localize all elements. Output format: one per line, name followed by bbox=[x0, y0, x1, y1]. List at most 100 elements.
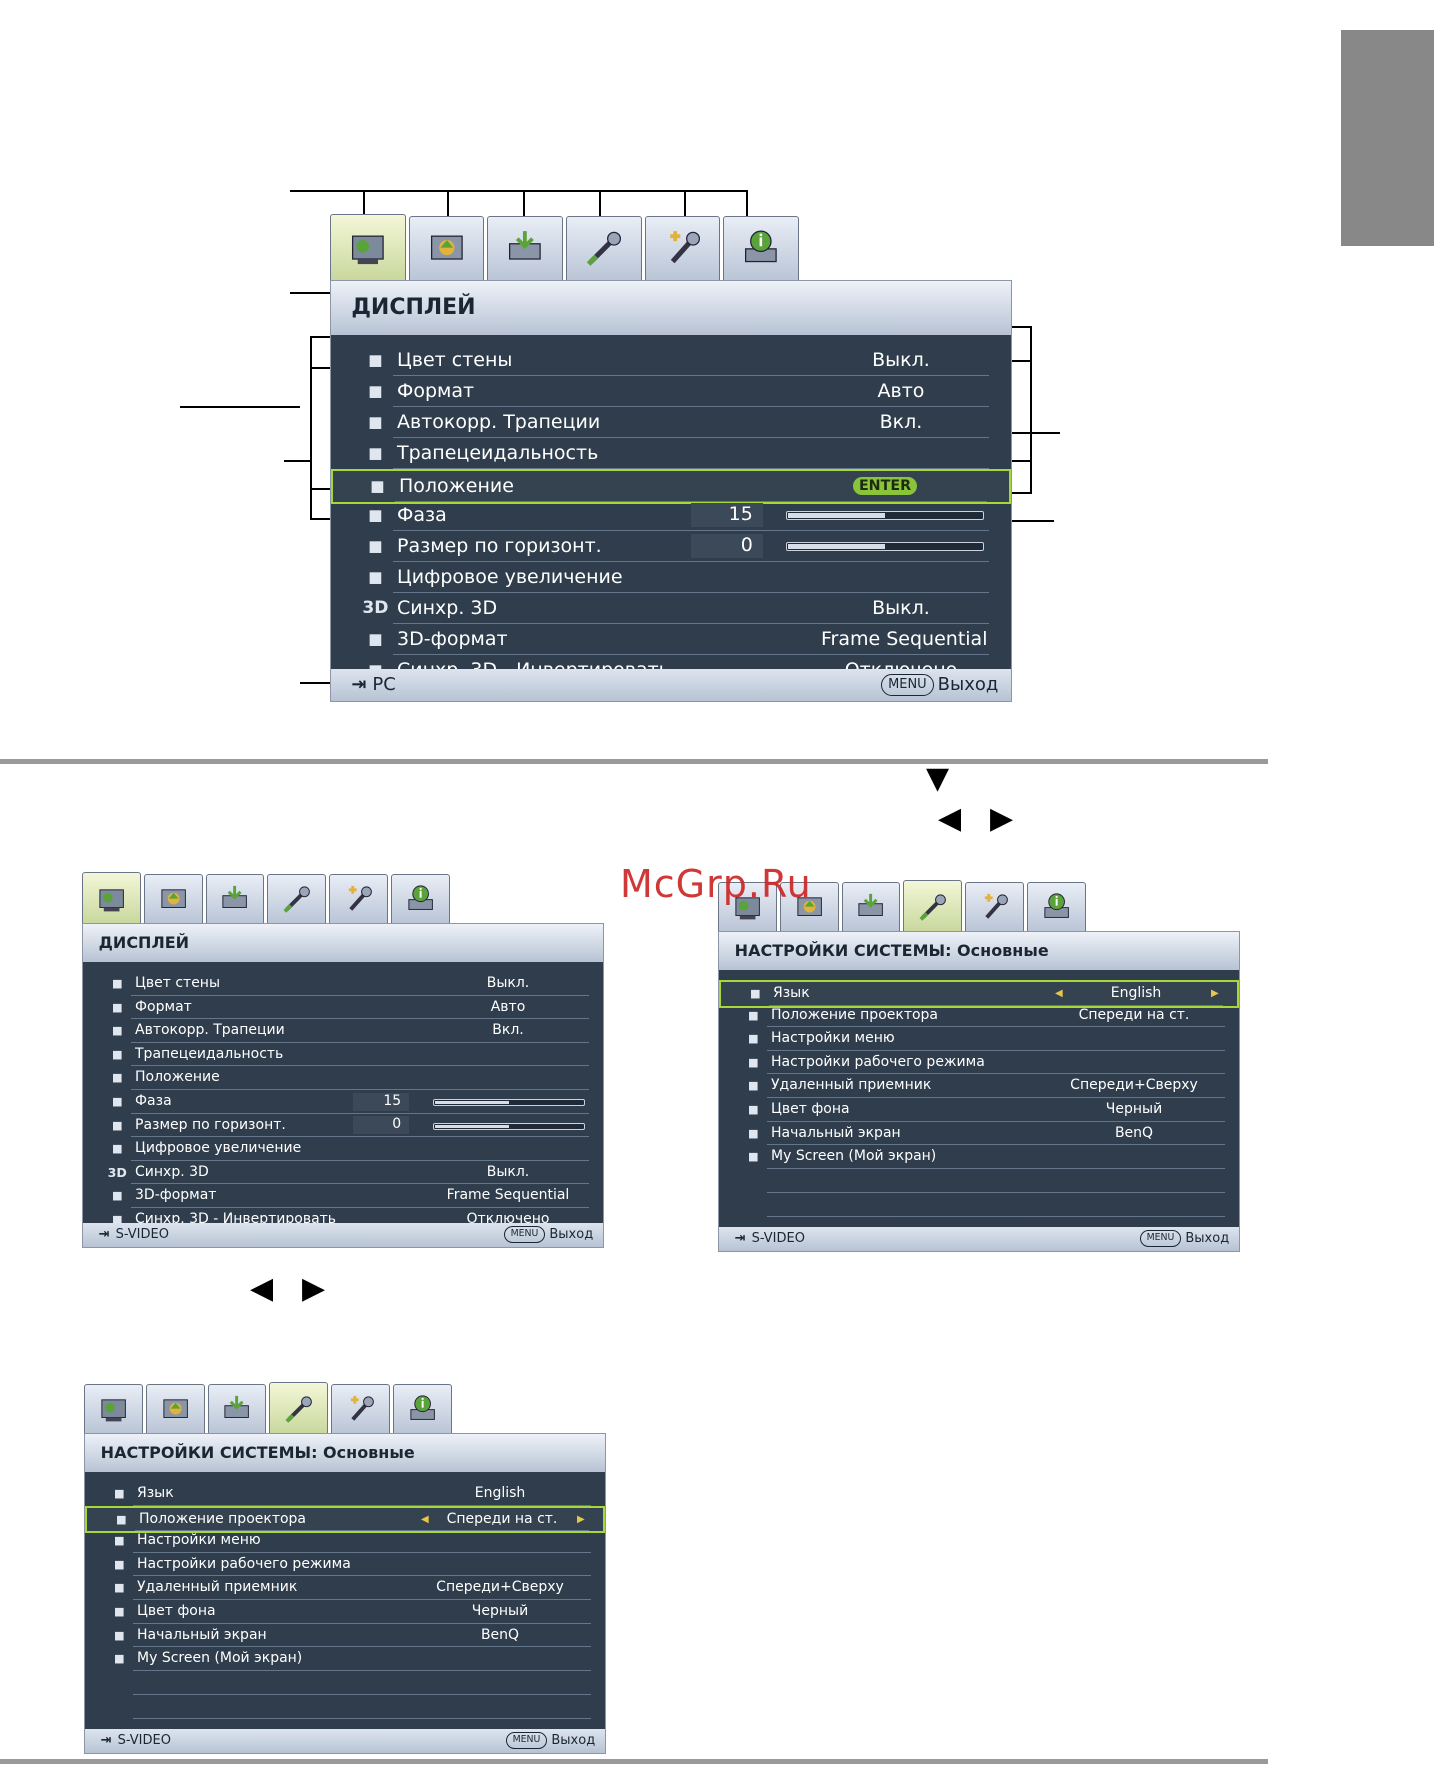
menu-tab-2[interactable] bbox=[145, 1384, 205, 1434]
menu-button-icon[interactable]: MENU bbox=[881, 674, 934, 696]
menu-tab-4[interactable] bbox=[269, 1382, 329, 1436]
menu-tab-2[interactable] bbox=[143, 874, 203, 924]
menu-row[interactable]: ■Настройки рабочего режима bbox=[719, 1051, 1239, 1075]
menu-tab-5[interactable] bbox=[331, 1384, 391, 1434]
menu-row-label: Формат bbox=[397, 379, 475, 402]
menu-item-icon: ■ bbox=[113, 1487, 125, 1500]
value-right-arrow-icon[interactable]: ▶ bbox=[1211, 988, 1219, 999]
value-left-arrow-icon[interactable]: ◀ bbox=[421, 1513, 429, 1525]
menu-tab-1[interactable] bbox=[84, 1384, 143, 1434]
value-slider[interactable] bbox=[433, 1122, 585, 1130]
menu-tab-5[interactable] bbox=[644, 216, 721, 281]
exit-label: Выход bbox=[1185, 1231, 1230, 1246]
info-tab-icon bbox=[745, 230, 777, 263]
menu-button-icon[interactable]: MENU bbox=[1139, 1230, 1182, 1247]
menu-row[interactable]: ■My Screen (Мой экран) bbox=[85, 1647, 605, 1671]
menu-tab-3[interactable] bbox=[841, 882, 901, 932]
menu-row[interactable]: ■Размер по горизонт.0 bbox=[83, 1114, 603, 1138]
menu-row[interactable]: ■My Screen (Мой экран) bbox=[719, 1145, 1239, 1169]
menu-tab-2[interactable] bbox=[779, 882, 839, 932]
menu-button-icon[interactable]: MENU bbox=[503, 1226, 546, 1243]
menu-row[interactable]: ■Трапецеидальность bbox=[83, 1043, 603, 1067]
menu-tab-4[interactable] bbox=[903, 880, 963, 934]
enter-button[interactable]: ENTER bbox=[853, 476, 917, 496]
menu-item-icon: ■ bbox=[111, 1189, 123, 1203]
menu-row[interactable]: ■Положение bbox=[83, 1066, 603, 1090]
menu-tab-5[interactable] bbox=[965, 882, 1025, 932]
menu-row-label: Автокорр. Трапеции bbox=[135, 1022, 285, 1039]
exit-label: Выход bbox=[549, 1227, 594, 1242]
value-slider[interactable] bbox=[433, 1098, 585, 1107]
menu-tab-6[interactable] bbox=[391, 874, 450, 924]
menu-row[interactable]: ■Цифровое увеличение bbox=[331, 562, 1011, 593]
menu-tab-3[interactable] bbox=[205, 874, 265, 924]
menu-button-icon[interactable]: MENU bbox=[505, 1732, 548, 1749]
row-divider bbox=[767, 1073, 1225, 1075]
menu-row[interactable]: ■Настройки меню bbox=[719, 1027, 1239, 1051]
menu-tab-3[interactable] bbox=[207, 1384, 267, 1434]
row-divider bbox=[131, 994, 589, 996]
menu-row[interactable]: ■Трапецеидальность bbox=[331, 438, 1011, 469]
menu-tabs bbox=[718, 880, 1089, 934]
value-right-arrow-icon[interactable]: ▶ bbox=[577, 1513, 585, 1525]
menu-tab-6[interactable] bbox=[393, 1384, 452, 1434]
menu-tab-1[interactable] bbox=[330, 214, 406, 284]
row-divider bbox=[133, 1718, 591, 1719]
menu-row[interactable]: ■Размер по горизонт.0 bbox=[331, 531, 1011, 562]
menu-tab-6[interactable] bbox=[1027, 882, 1086, 932]
menu-tab-3[interactable] bbox=[487, 216, 563, 281]
menu-tab-4[interactable] bbox=[267, 874, 327, 924]
menu-tab-2[interactable] bbox=[408, 216, 485, 281]
value-left-arrow-icon[interactable]: ◀ bbox=[1055, 988, 1063, 999]
value-slider[interactable] bbox=[786, 542, 984, 552]
menu-row[interactable]: ■Настройки рабочего режима bbox=[85, 1553, 605, 1577]
row-divider bbox=[133, 1551, 591, 1553]
value-slider[interactable] bbox=[786, 511, 984, 521]
callout-line bbox=[300, 682, 350, 684]
menu-tab-6[interactable] bbox=[723, 216, 799, 281]
callout-line bbox=[746, 190, 748, 220]
menu-tab-5[interactable] bbox=[329, 874, 389, 924]
menu-row[interactable]: ■Настройки меню bbox=[85, 1529, 605, 1553]
menu-tab-1[interactable] bbox=[718, 882, 777, 932]
menu-row[interactable]: ■Цифровое увеличение bbox=[83, 1137, 603, 1161]
menu-row-label: Цифровое увеличение bbox=[135, 1140, 302, 1157]
menu-row-label: Синхр. 3D bbox=[135, 1163, 209, 1180]
menu-tab-4[interactable] bbox=[565, 216, 642, 281]
row-divider bbox=[393, 436, 989, 438]
row-divider bbox=[767, 1120, 1225, 1122]
menu-tab-1[interactable] bbox=[82, 872, 141, 926]
menu-row-label: Настройки меню bbox=[137, 1532, 261, 1549]
menu-row-label: Положение bbox=[135, 1069, 220, 1086]
auto-keystone-icon: ■ bbox=[368, 412, 383, 431]
